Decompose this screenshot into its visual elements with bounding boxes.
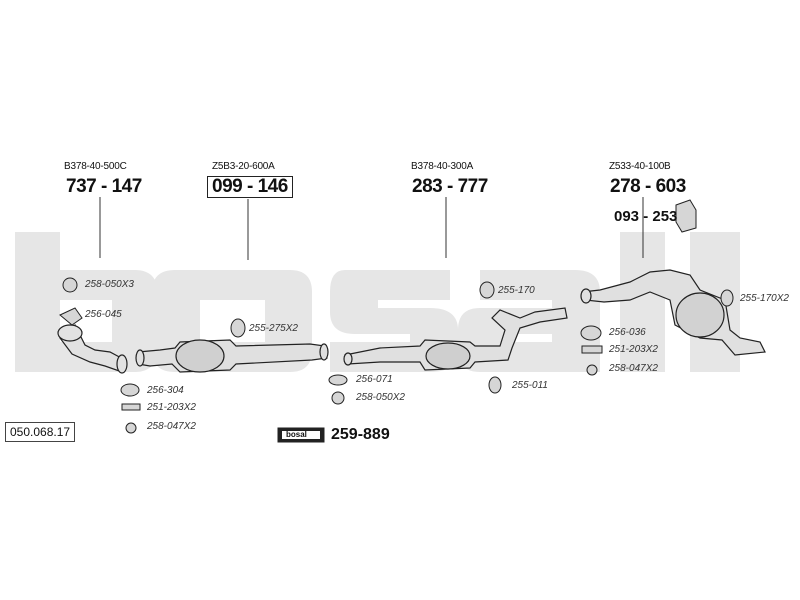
small-part-label[interactable]: 255-275X2 — [249, 323, 298, 334]
part-ref-4: Z533-40-100B — [609, 161, 671, 172]
small-part-label[interactable]: 251-203X2 — [609, 344, 658, 355]
rubber-mount-icon — [720, 289, 734, 307]
part-number-2[interactable]: 099 - 146 — [207, 176, 293, 198]
gasket-icon — [120, 383, 140, 397]
clamp-icon — [479, 281, 495, 299]
nut-icon — [331, 391, 345, 405]
part-ref-2: Z5B3-20-600A — [212, 161, 275, 172]
part-ref-1: B378-40-500C — [64, 161, 127, 172]
small-part-label[interactable]: 258-050X2 — [356, 392, 405, 403]
small-part-label[interactable]: 258-050X3 — [85, 279, 134, 290]
catalytic-converter — [135, 339, 329, 373]
small-part-label[interactable]: 258-047X2 — [147, 421, 196, 432]
part-number-1[interactable]: 737 - 147 — [66, 176, 142, 197]
flange-icon — [59, 307, 83, 326]
accessory-number-1[interactable]: 093 - 253 — [614, 208, 678, 225]
small-part-label[interactable]: 256-071 — [356, 374, 393, 385]
small-part-label[interactable]: 256-036 — [609, 327, 646, 338]
bosal-box-label: bosal — [286, 430, 307, 439]
small-part-label[interactable]: 256-045 — [85, 309, 122, 320]
part-number-3[interactable]: 283 - 777 — [412, 176, 488, 197]
nut-icon — [125, 422, 137, 434]
small-part-label[interactable]: 255-170 — [498, 285, 535, 296]
small-part-label[interactable]: 255-011 — [512, 380, 548, 391]
small-part-icons — [59, 199, 734, 434]
spring-icon — [121, 403, 141, 411]
spring-icon — [581, 345, 603, 354]
small-part-label[interactable]: 251-203X2 — [147, 402, 196, 413]
small-part-label[interactable]: 255-170X2 — [740, 293, 789, 304]
front-pipe — [57, 324, 128, 374]
catalog-number: 050.068.17 — [5, 422, 76, 442]
accessory-number-2[interactable]: 259-889 — [331, 426, 390, 443]
part-ref-3: B378-40-300A — [411, 161, 474, 172]
mounting-bracket-icon — [675, 199, 697, 233]
clamp-icon — [230, 318, 246, 338]
part-number-4[interactable]: 278 - 603 — [610, 176, 686, 197]
leader-lines — [99, 197, 644, 260]
rubber-mount-icon — [488, 376, 502, 394]
center-pipe — [343, 307, 568, 371]
small-part-label[interactable]: 258-047X2 — [609, 363, 658, 374]
gasket-icon — [328, 374, 348, 386]
nut-icon — [62, 277, 78, 293]
gasket-icon — [580, 325, 602, 341]
nut-icon — [586, 364, 598, 376]
bosal-box-icon — [277, 427, 325, 443]
rear-silencer — [580, 269, 766, 356]
small-part-label[interactable]: 256-304 — [147, 385, 184, 396]
